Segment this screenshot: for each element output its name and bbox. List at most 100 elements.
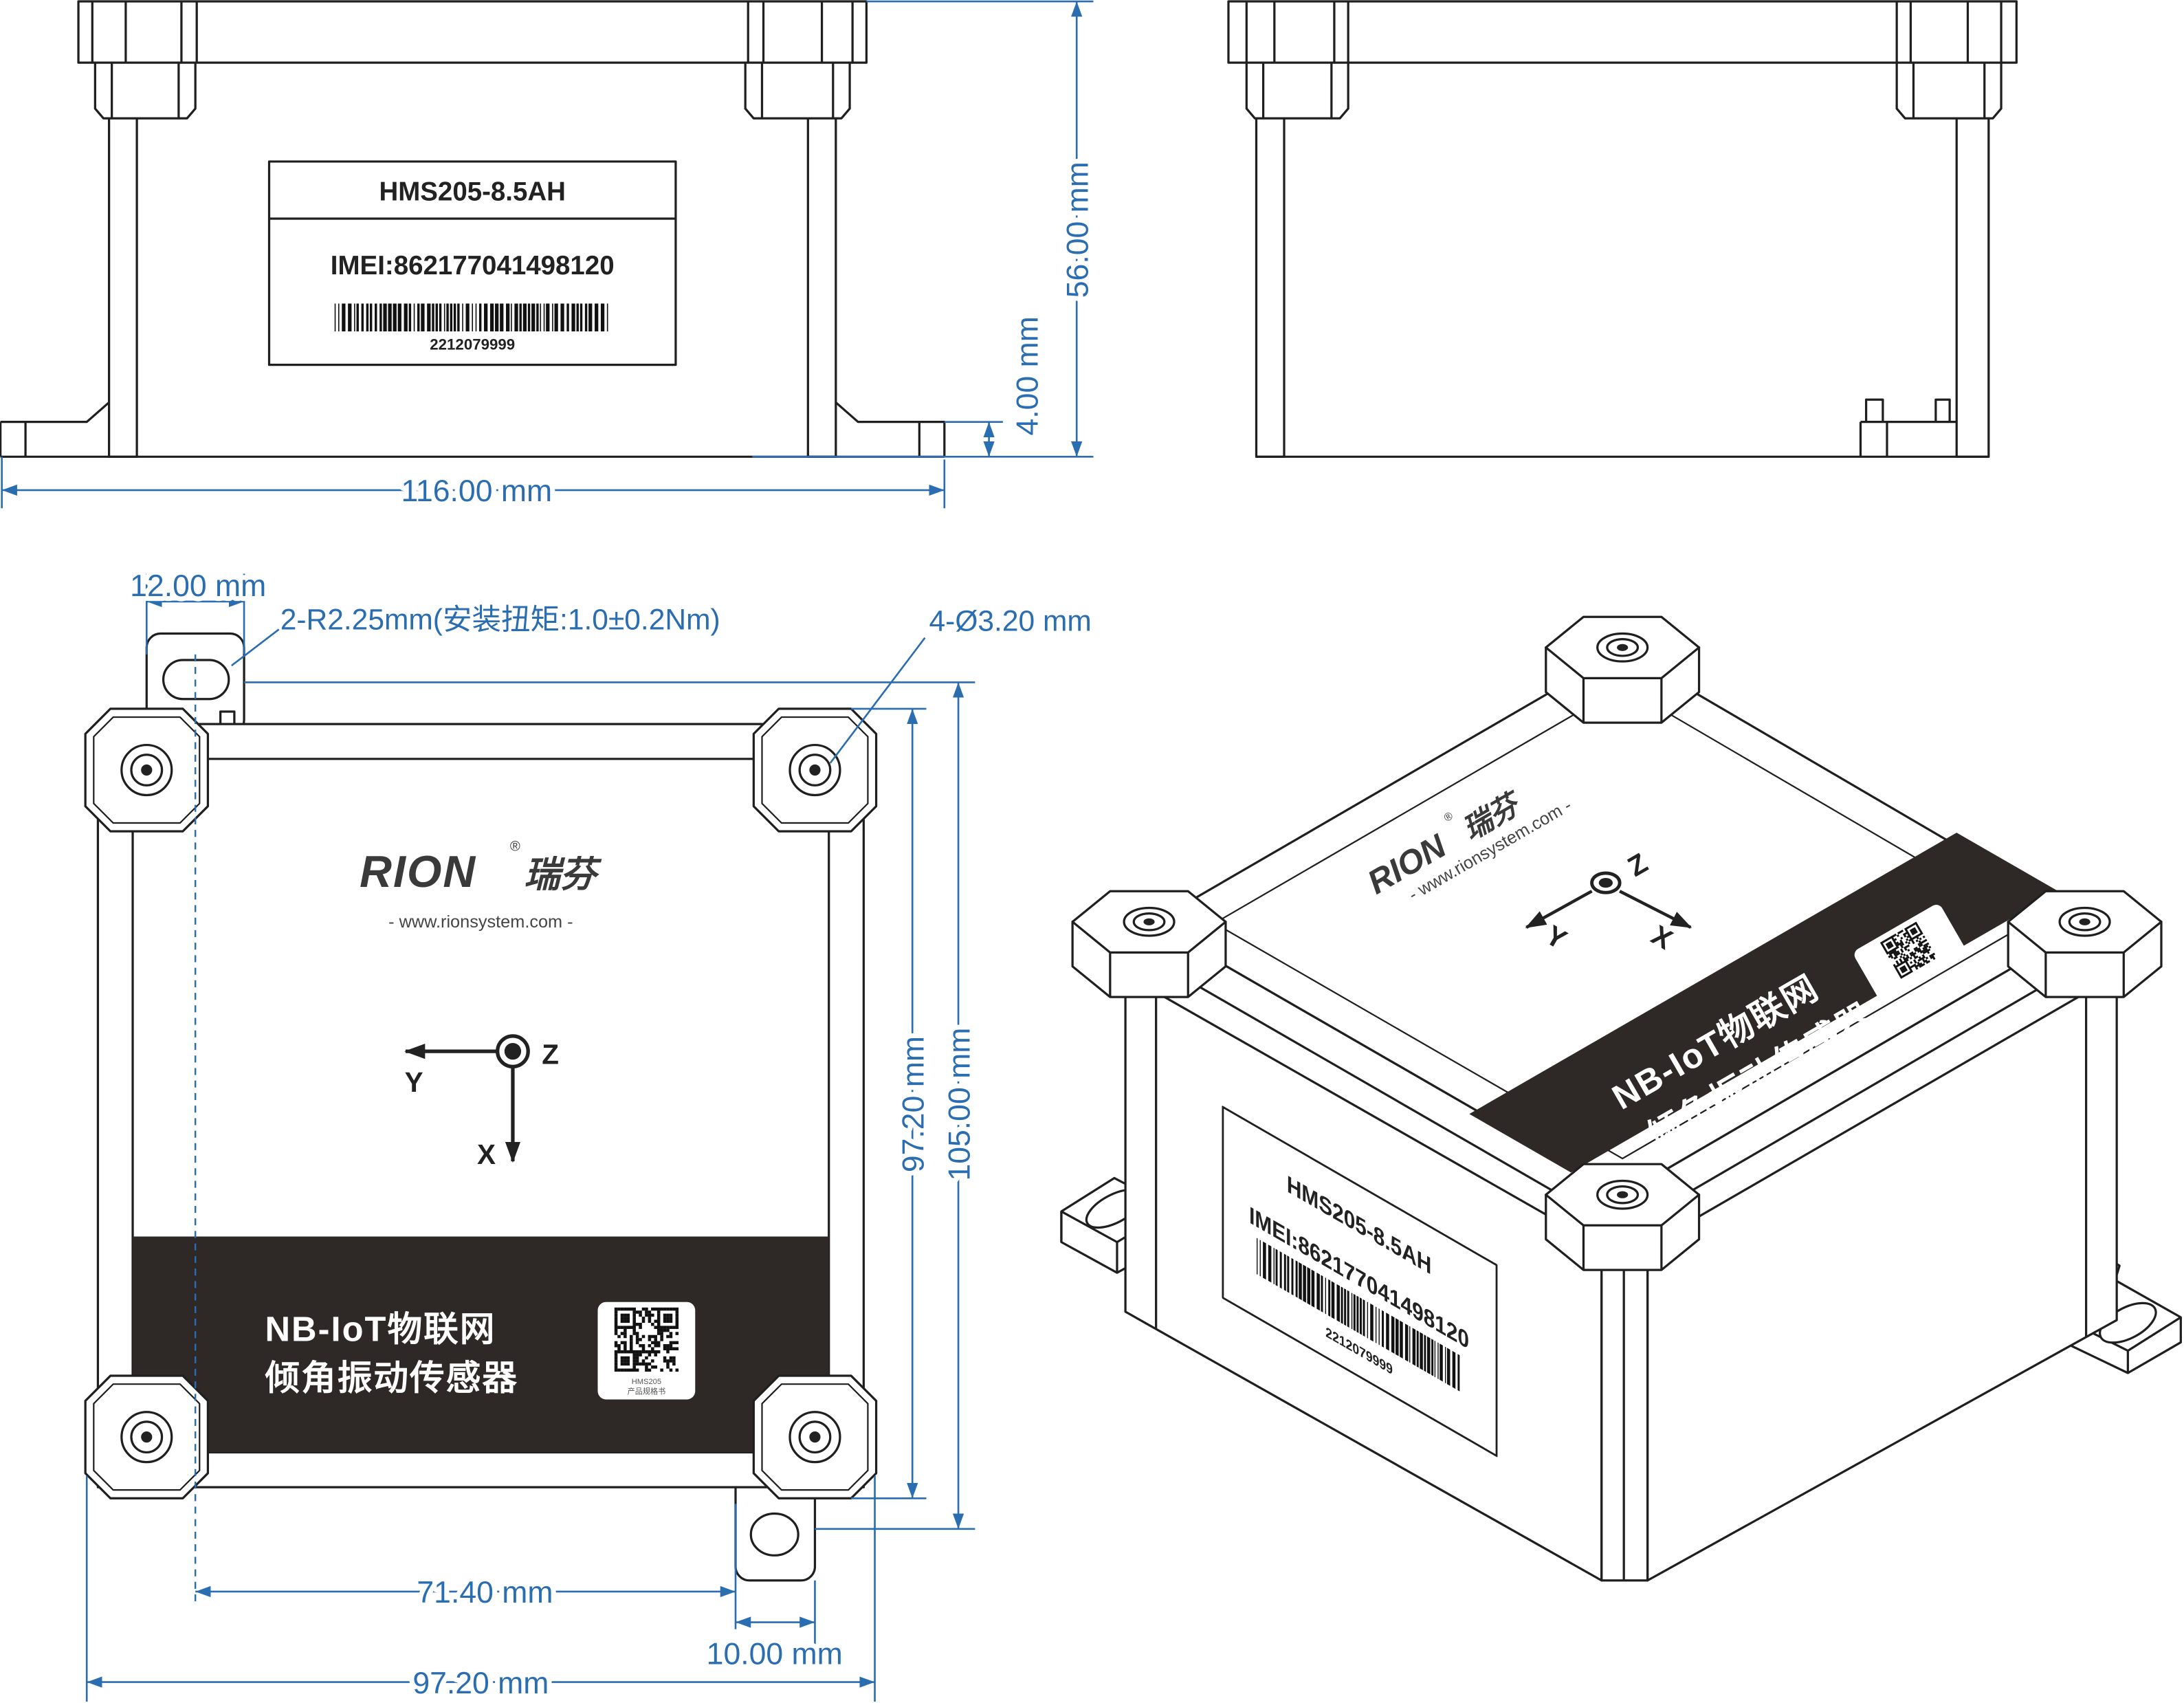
- qr-module: [1906, 938, 1909, 941]
- qr-module: [635, 1341, 639, 1345]
- qr-module: [1901, 949, 1904, 954]
- extension-lines: [1, 0, 1094, 509]
- qr-module: [648, 1338, 652, 1341]
- barcode-bar: [475, 303, 477, 332]
- qr-module: [624, 1332, 627, 1335]
- barcode-bar: [1359, 1297, 1362, 1335]
- qr-module: [624, 1328, 627, 1332]
- iso-top-inner-frame: [1213, 685, 2029, 1160]
- barcode-bar: [1311, 1269, 1315, 1308]
- qr-module: [1904, 968, 1908, 971]
- qr-module: [645, 1368, 648, 1372]
- mounting-hole: [788, 1411, 841, 1464]
- iso-label: HMS205-8.5AH IMEI:862177041498120 221207…: [1222, 1106, 1498, 1458]
- qr-module: [1907, 949, 1910, 952]
- barcode-bar: [1412, 1328, 1416, 1366]
- barcode-bar: [1336, 1284, 1341, 1323]
- label-model: HMS205-8.5AH: [379, 177, 566, 207]
- barcode-bar: [1404, 1323, 1409, 1362]
- iso-qr-card: [1854, 905, 1967, 1003]
- qr-module: [629, 1368, 633, 1372]
- qr-module: [635, 1356, 639, 1360]
- front-cap-edges: [91, 1, 854, 63]
- iso-qr-code-icon: [1879, 921, 1936, 979]
- qr-module: [669, 1319, 673, 1323]
- iso-y-axis-arrow: [1525, 890, 1593, 929]
- qr-module: [635, 1334, 639, 1339]
- qr-module: [645, 1350, 648, 1354]
- qr-module: [620, 1307, 624, 1311]
- qr-module: [666, 1359, 670, 1363]
- qr-module: [641, 1359, 646, 1363]
- barcode-bar: [427, 303, 431, 332]
- qr-module: [657, 1317, 661, 1320]
- qr-module: [626, 1368, 630, 1372]
- qr-module: [663, 1344, 667, 1348]
- barcode-bar: [1427, 1336, 1431, 1375]
- iso-slot-right: [2099, 1301, 2157, 1344]
- barcode-bar: [511, 303, 512, 332]
- qr-module: [626, 1313, 630, 1317]
- mounting-slot-bottom: [749, 1512, 799, 1557]
- barcode-bar: [1331, 1281, 1335, 1319]
- qr-module: [675, 1307, 679, 1311]
- qr-module: [645, 1313, 648, 1317]
- qr-module: [1923, 956, 1926, 959]
- barcode-bar: [554, 303, 558, 332]
- qr-module: [629, 1344, 633, 1348]
- barcode-bar: [1273, 1247, 1275, 1285]
- qr-module: [657, 1319, 661, 1323]
- barcode-bar: [566, 303, 569, 332]
- iso-axis-indicator: Z Y X: [1525, 847, 1692, 956]
- barcode-bar: [417, 303, 420, 332]
- barcode-bar: [435, 303, 438, 332]
- qr-module: [669, 1317, 673, 1320]
- qr-module: [1928, 948, 1931, 952]
- qr-module: [639, 1310, 642, 1314]
- qr-module: [672, 1356, 676, 1360]
- iso-nut-bottom: [1545, 1163, 1701, 1271]
- qr-module: [648, 1362, 652, 1366]
- qr-module: [629, 1307, 633, 1311]
- website-text: - www.rionsystem.com -: [388, 912, 573, 932]
- corner-block-top-right: [752, 707, 878, 833]
- front-nut-left: [93, 61, 197, 120]
- qr-module: [1895, 956, 1898, 959]
- qr-module: [669, 1341, 673, 1345]
- qr-module: [654, 1365, 658, 1369]
- qr-module: [614, 1317, 618, 1320]
- qr-module: [632, 1310, 636, 1314]
- barcode-bar: [600, 303, 605, 332]
- side-nut-edges: [1261, 63, 1986, 119]
- qr-module: [626, 1319, 630, 1323]
- qr-module: [666, 1317, 670, 1320]
- qr-module: [620, 1326, 624, 1329]
- qr-module: [663, 1359, 667, 1363]
- qr-module: [663, 1356, 667, 1360]
- qr-module: [617, 1334, 621, 1339]
- qr-module: [626, 1362, 630, 1366]
- qr-module: [672, 1362, 676, 1366]
- qr-module: [1912, 941, 1915, 945]
- qr-module: [1926, 945, 1929, 948]
- qr-module: [675, 1322, 679, 1326]
- front-flanges: [0, 402, 946, 458]
- qr-module: [635, 1332, 639, 1335]
- dim-frame-width-label: 97.20 mm: [412, 1667, 549, 1700]
- qr-module: [624, 1347, 627, 1351]
- brand-name: RION: [360, 846, 476, 897]
- qr-module: [663, 1307, 667, 1311]
- qr-module: [620, 1356, 624, 1360]
- mounting-hole: [120, 743, 173, 797]
- qr-module: [624, 1368, 627, 1372]
- barcode-bar: [500, 303, 504, 332]
- qr-module: [626, 1307, 630, 1311]
- barcode-bar: [519, 303, 522, 332]
- qr-module: [1900, 952, 1904, 956]
- qr-module: [620, 1362, 624, 1366]
- qr-module: [635, 1359, 639, 1363]
- qr-module: [657, 1326, 661, 1329]
- qr-module: [669, 1356, 673, 1360]
- label-barcode: [334, 303, 608, 332]
- qr-module: [1890, 944, 1894, 947]
